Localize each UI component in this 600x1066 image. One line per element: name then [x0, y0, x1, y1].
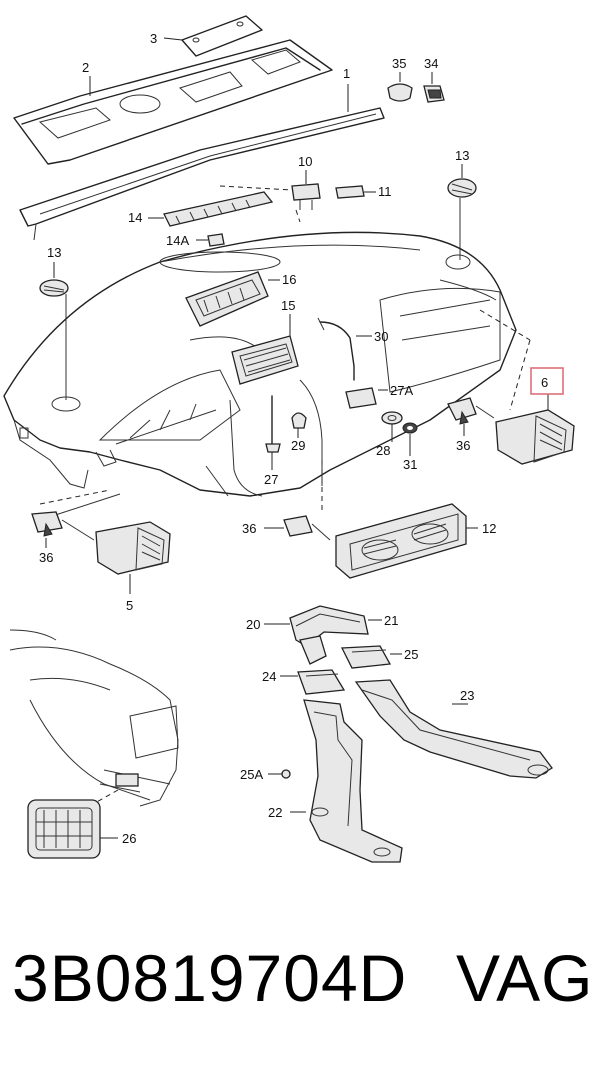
callout-28: 27	[264, 472, 278, 487]
callout-26: 26	[122, 831, 136, 846]
callout-16: 16	[282, 272, 296, 287]
callout-15: 15	[281, 298, 295, 313]
callout-2: 2	[82, 60, 89, 75]
part-20-duct	[264, 605, 369, 647]
part-3-plate	[163, 15, 263, 57]
callout-22: 22	[268, 805, 282, 820]
part-13-vent-right	[447, 164, 477, 260]
part-29-clip	[291, 412, 307, 438]
part-36-actuator-left	[31, 511, 95, 548]
part-23-duct	[354, 679, 553, 779]
part-24-connector	[280, 669, 346, 695]
callout-20: 20	[246, 617, 260, 632]
part-30-cable	[317, 317, 372, 381]
callout-31: 31	[403, 457, 417, 472]
part-6-side-vent	[479, 309, 575, 465]
callout-27: 27A	[390, 383, 413, 398]
part-25A-clip	[268, 769, 291, 779]
part-27A-washer	[381, 411, 403, 442]
part-21-duct	[299, 619, 382, 665]
callout-14A: 14A	[166, 233, 189, 248]
callout-25A: 25A	[240, 767, 263, 782]
part-10-switch	[219, 170, 321, 223]
callout-24: 24	[262, 669, 276, 684]
part-11-clip	[335, 185, 376, 199]
part-36-actuator-center	[264, 515, 331, 541]
callout-36-center: 36	[242, 521, 256, 536]
parts-exploded-diagram: 3 2 1 35 34 13 10 11 14 14A 13 16 15 30 …	[3, 15, 575, 863]
part-22-duct	[290, 699, 403, 863]
callout-13-left: 13	[47, 245, 61, 260]
part-34-clip	[423, 72, 445, 103]
callout-30: 30	[374, 329, 388, 344]
part-31-seal	[402, 422, 418, 456]
part-26-grille	[27, 799, 118, 859]
callout-14: 14	[128, 210, 142, 225]
brand-text: VAG	[456, 941, 594, 1015]
callout-25: 25	[404, 647, 418, 662]
part-1-trim-strip	[19, 84, 385, 241]
callout-36-left: 36	[39, 550, 53, 565]
callout-11: 11	[378, 184, 392, 199]
callout-23: 23	[460, 688, 474, 703]
callout-36-right: 36	[456, 438, 470, 453]
part-5-side-vent	[39, 489, 171, 594]
part-13-vent-left	[39, 262, 69, 400]
part-25-connector	[340, 645, 402, 669]
callout-34: 34	[424, 56, 438, 71]
part-27-bracket	[345, 387, 388, 409]
part-14-grille	[148, 191, 274, 227]
callout-29: 29	[291, 438, 305, 453]
callout-6: 6	[541, 375, 548, 390]
part-15-bezel	[231, 314, 299, 385]
callout-35: 35	[392, 56, 406, 71]
part-12-center-vent	[321, 460, 478, 579]
part-16-vent	[185, 271, 280, 327]
part-number-text: 3B0819704D	[12, 941, 408, 1015]
part-35-cap	[387, 72, 413, 102]
callout-1: 1	[343, 66, 350, 81]
part-36-actuator-right	[447, 397, 495, 436]
vehicle-rear-sketch	[9, 629, 179, 809]
callout-10: 10	[298, 154, 312, 169]
callout-6-highlight	[530, 367, 564, 395]
part-28-bolt	[265, 395, 281, 470]
callout-3: 3	[150, 31, 157, 46]
callout-21: 21	[384, 613, 398, 628]
part-14A-clip	[196, 233, 225, 247]
part-2-cover-panel	[13, 39, 333, 165]
callout-13-right: 13	[455, 148, 469, 163]
callout-5: 5	[126, 598, 133, 613]
callout-27A: 28	[376, 443, 390, 458]
dashboard-body	[3, 231, 517, 521]
callout-labels: 3 2 1 35 34 13 10 11 14 14A 13 16 15 30 …	[39, 31, 548, 846]
callout-12: 12	[482, 521, 496, 536]
